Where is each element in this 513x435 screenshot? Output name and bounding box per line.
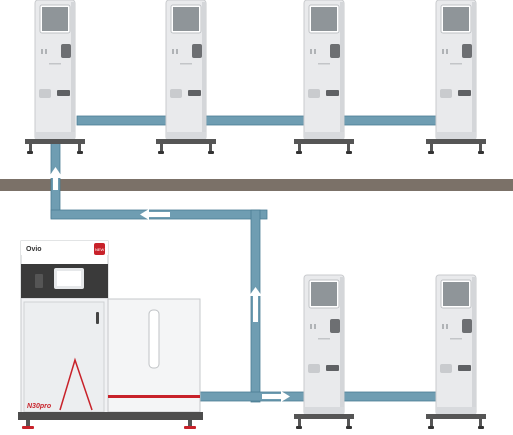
flow-arrow-left xyxy=(140,209,170,220)
dispenser-kiosk-top-4 xyxy=(425,0,487,155)
flow-arrow-up-riser xyxy=(48,167,63,190)
red-swoosh xyxy=(59,357,93,411)
dispenser-kiosk-bottom-1 xyxy=(293,274,355,430)
side-window xyxy=(148,309,160,369)
flow-arrow-right xyxy=(262,391,290,402)
dispenser-kiosk-top-1 xyxy=(24,0,86,155)
red-stripe xyxy=(108,395,200,398)
water-treatment-plant: Ovio NEW N30pro xyxy=(18,240,203,429)
brand-logo: Ovio xyxy=(26,246,42,253)
upper-pipe-horizontal xyxy=(76,115,438,126)
door-handle xyxy=(96,312,99,324)
flow-arrows xyxy=(48,167,290,402)
dispenser-kiosk-top-2 xyxy=(155,0,217,155)
badge xyxy=(94,243,105,255)
model-logo: N30pro xyxy=(27,403,52,410)
floor-slab xyxy=(0,179,513,191)
dispenser-kiosk-top-3 xyxy=(293,0,355,155)
dispenser-kiosk-bottom-2 xyxy=(425,274,487,430)
flow-arrow-up-plant xyxy=(249,287,262,322)
badge-text: NEW xyxy=(95,247,105,252)
